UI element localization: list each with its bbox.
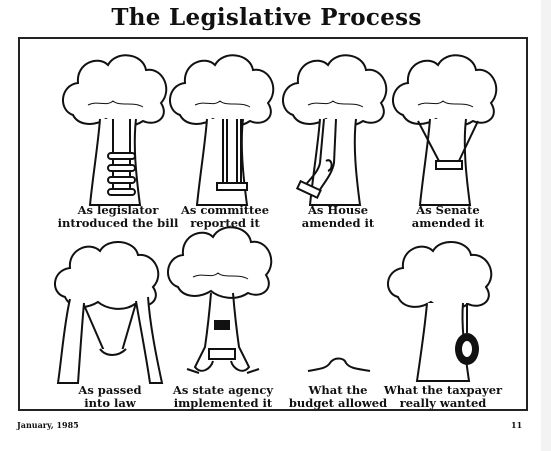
panel-taxpayer: What the taxpayer really wanted bbox=[383, 235, 503, 420]
caption-line: As state agency bbox=[172, 383, 274, 397]
tree-icon bbox=[282, 54, 388, 206]
panel-senate: As Senate amended it bbox=[388, 45, 508, 230]
caption-line: What the bbox=[308, 383, 368, 397]
footer-date: January, 1985 bbox=[17, 420, 79, 430]
tree-icon bbox=[169, 54, 275, 206]
page-number: 11 bbox=[511, 420, 523, 430]
caption-line: What the taxpayer bbox=[383, 383, 503, 397]
twisted-swing-icon bbox=[295, 118, 337, 200]
stump-icon bbox=[307, 357, 371, 372]
caption-line: budget allowed bbox=[288, 396, 388, 410]
caption-line: really wanted bbox=[399, 396, 487, 410]
panel-budget: What the budget allowed bbox=[278, 235, 398, 420]
caption-line: As legislator bbox=[77, 203, 159, 217]
panel-agency: As state agency implemented it bbox=[163, 217, 283, 410]
seat-swing-icon bbox=[417, 120, 479, 170]
panel-passed-law: As passed into law bbox=[50, 235, 170, 420]
tree-icon bbox=[62, 54, 168, 206]
tree-icon bbox=[392, 54, 498, 206]
caption-line: amended it bbox=[411, 216, 485, 230]
stretched-swing-icon bbox=[83, 302, 137, 356]
caption-line: As Senate bbox=[416, 203, 480, 217]
caption-line: amended it bbox=[301, 216, 375, 230]
panel-house: As House amended it bbox=[278, 45, 398, 230]
trunk-swing-icon bbox=[186, 292, 260, 374]
plank-swing-icon bbox=[216, 119, 248, 191]
tire-swing-icon bbox=[455, 303, 479, 365]
caption-line: As House bbox=[307, 203, 369, 217]
panel-committee: As committee reported it bbox=[165, 45, 285, 230]
page-edge bbox=[541, 0, 551, 451]
caption-line: into law bbox=[84, 396, 136, 410]
tree-icon bbox=[167, 226, 273, 374]
tree-icon bbox=[387, 241, 493, 382]
caption-line: As passed bbox=[78, 383, 142, 397]
page-title: The Legislative Process bbox=[111, 4, 422, 31]
caption-line: introduced the bill bbox=[57, 216, 179, 230]
cartoon-frame: As legislator introduced the bill As com… bbox=[18, 37, 528, 411]
caption-line: reported it bbox=[190, 216, 260, 230]
caption-line: As committee bbox=[180, 203, 270, 217]
caption-line: implemented it bbox=[173, 396, 273, 410]
tree-icon bbox=[54, 241, 164, 384]
ladder-swing-icon bbox=[107, 119, 136, 196]
panel-legislator: As legislator introduced the bill bbox=[58, 45, 178, 230]
